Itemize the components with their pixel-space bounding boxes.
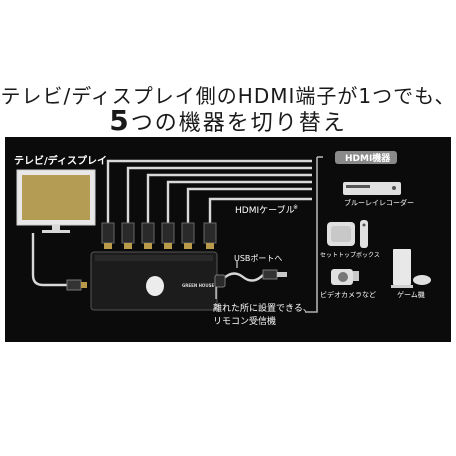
brand-logo: GREEN HOUSE (182, 283, 214, 288)
usb-label: USBポートへ (234, 254, 282, 263)
remote-receiver-icon (214, 274, 226, 288)
headline-rest: つの機器を切り替え (130, 111, 347, 136)
set-top-box-icon (327, 220, 368, 248)
tv-hdmi-cable (31, 233, 67, 287)
hdmi-cable-mark: ※ (293, 204, 298, 211)
hdmi-devices-badge (335, 151, 397, 164)
tv-label: テレビ/ディスプレイ (14, 154, 107, 167)
headline-number: 5 (109, 104, 131, 137)
hdmi-device-bracket (305, 156, 323, 313)
tv-hdmi-plug (66, 279, 87, 291)
hdmi-switcher: GREEN HOUSE (90, 251, 218, 311)
device-label-stb: セットトップボックス (320, 251, 380, 259)
bluray-recorder-icon (343, 182, 401, 195)
receiver-note-1: 離れた所に設置できる、 (213, 302, 312, 314)
receiver-note-2: リモコン受信機 (213, 315, 276, 327)
hdmi-cables (106, 159, 312, 223)
headline-line-2: 5つの機器を切り替え (0, 104, 456, 137)
connection-diagram: テレビ/ディスプレイ HDMIケーブル ※ GREEN HOUSE USBポート… (14, 151, 431, 327)
device-label-game: ゲーム機 (397, 290, 425, 299)
hdmi-plugs (101, 222, 217, 249)
hdmi-cable-label: HDMIケーブル (235, 204, 295, 216)
tv-icon (16, 169, 96, 233)
headline-line-1: テレビ/ディスプレイ側のHDMI端子が1つでも、 (0, 84, 456, 108)
switch-button (146, 276, 164, 296)
connection-diagram-panel: テレビ/ディスプレイ HDMIケーブル ※ GREEN HOUSE USBポート… (5, 137, 451, 342)
device-label-camera: ビデオカメラなど (320, 290, 376, 299)
game-console-icon (391, 249, 431, 288)
hdmi-devices-label: HDMI機器 (345, 152, 391, 164)
video-camera-icon (331, 269, 359, 285)
device-label-bluray: ブルーレイレコーダー (344, 198, 414, 207)
usb-cable: USBポートへ (214, 254, 287, 288)
